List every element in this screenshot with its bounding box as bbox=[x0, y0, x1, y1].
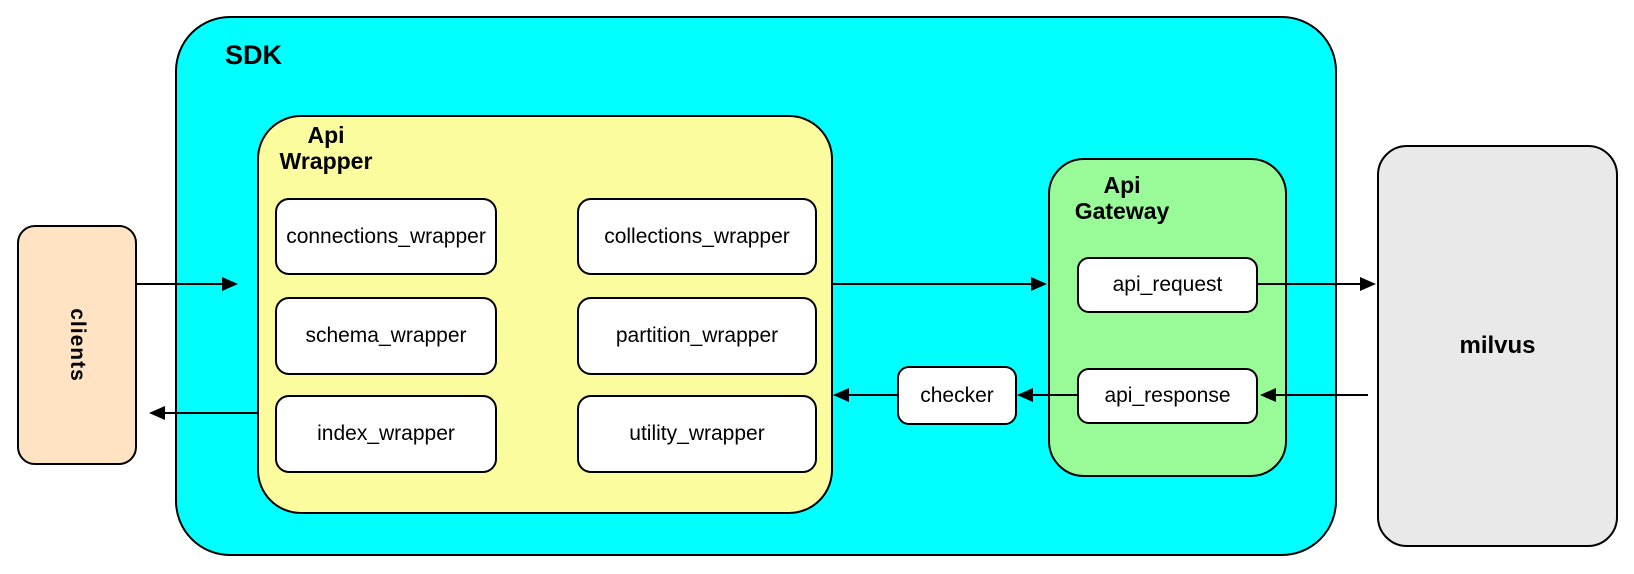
node-api-request: api_request bbox=[1077, 257, 1258, 313]
sdk-label: SDK bbox=[225, 40, 283, 70]
node-collections-wrapper: collections_wrapper bbox=[577, 198, 817, 275]
node-schema-wrapper: schema_wrapper bbox=[275, 297, 497, 375]
milvus-box: milvus bbox=[1377, 145, 1618, 547]
api-wrapper-title: Api Wrapper bbox=[279, 122, 373, 174]
clients-box: clients bbox=[17, 225, 137, 465]
api-gateway-group: Api Gateway bbox=[1048, 158, 1287, 477]
node-checker: checker bbox=[897, 366, 1017, 425]
node-utility-wrapper: utility_wrapper bbox=[577, 395, 817, 473]
clients-label: clients bbox=[66, 308, 89, 382]
node-connections-wrapper: connections_wrapper bbox=[275, 198, 497, 275]
node-partition-wrapper: partition_wrapper bbox=[577, 297, 817, 375]
node-api-response: api_response bbox=[1077, 368, 1258, 424]
milvus-label: milvus bbox=[1459, 332, 1536, 359]
node-index-wrapper: index_wrapper bbox=[275, 395, 497, 473]
api-gateway-title: Api Gateway bbox=[1074, 172, 1170, 224]
